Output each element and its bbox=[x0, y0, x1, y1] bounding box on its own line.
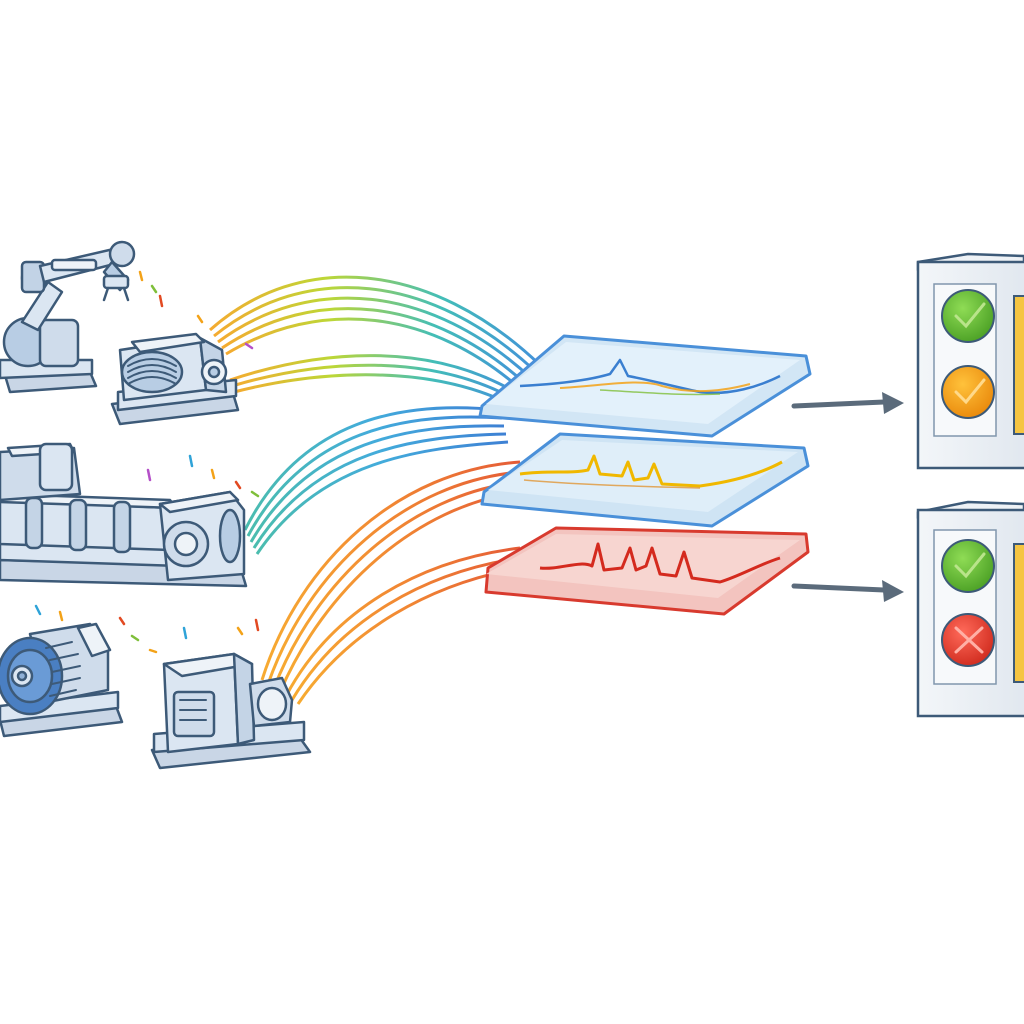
signal-layer-fault bbox=[484, 526, 810, 616]
output-arrow-bottom bbox=[791, 580, 904, 602]
activity-sparkles bbox=[34, 270, 260, 654]
status-indicator-ok-icon bbox=[941, 289, 995, 343]
signal-wires-middle bbox=[243, 406, 509, 555]
status-indicator-fail-icon bbox=[941, 613, 995, 667]
status-panel-bottom bbox=[916, 500, 1024, 718]
status-panel-top bbox=[916, 252, 1024, 470]
status-indicator-ok-icon bbox=[941, 539, 995, 593]
signal-wires-top bbox=[209, 275, 542, 407]
signal-wires-bottom bbox=[260, 460, 521, 705]
robot-arm-icon bbox=[0, 240, 136, 394]
pump-icon bbox=[150, 652, 312, 770]
motor-icon bbox=[0, 622, 124, 738]
gearbox-icon bbox=[110, 332, 240, 426]
signal-layer-warning bbox=[480, 432, 810, 528]
conveyor-icon bbox=[0, 442, 248, 588]
output-arrow-top bbox=[791, 392, 904, 414]
status-indicator-warn-icon bbox=[941, 365, 995, 419]
signal-layer-normal bbox=[478, 334, 812, 438]
